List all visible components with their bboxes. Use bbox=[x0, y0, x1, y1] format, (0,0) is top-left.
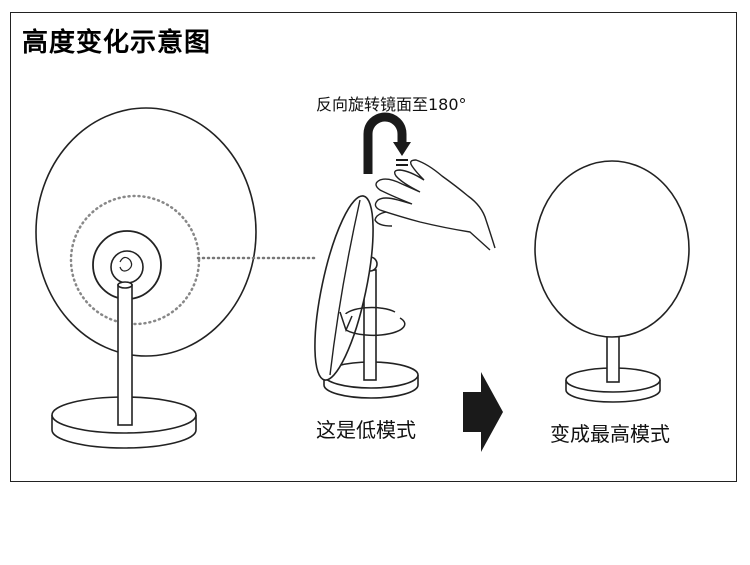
right-arrow-icon bbox=[463, 372, 503, 452]
hand-icon bbox=[374, 159, 496, 251]
low-mode-label: 这是低模式 bbox=[316, 418, 416, 442]
swivel-rotation-icon bbox=[339, 306, 406, 337]
right-mirror bbox=[534, 160, 690, 403]
left-stem-cap bbox=[117, 281, 133, 289]
left-hub-detail bbox=[119, 256, 133, 272]
middle-mirror-face bbox=[314, 195, 374, 381]
middle-mirror bbox=[314, 195, 419, 399]
left-hub bbox=[110, 250, 144, 284]
left-mirror bbox=[35, 107, 257, 449]
diagram-frame bbox=[10, 12, 737, 482]
high-mode-label: 变成最高模式 bbox=[550, 422, 670, 446]
page-title: 高度变化示意图 bbox=[22, 28, 212, 58]
middle-mirror-edge bbox=[329, 199, 361, 376]
right-mirror-face bbox=[534, 160, 690, 338]
left-stem bbox=[117, 284, 133, 426]
left-mirror-face bbox=[35, 107, 257, 357]
rotate-instruction-label: 反向旋转镜面至180° bbox=[316, 95, 467, 114]
u-turn-arrow-icon bbox=[363, 112, 411, 174]
left-dotted-circle bbox=[69, 194, 201, 326]
